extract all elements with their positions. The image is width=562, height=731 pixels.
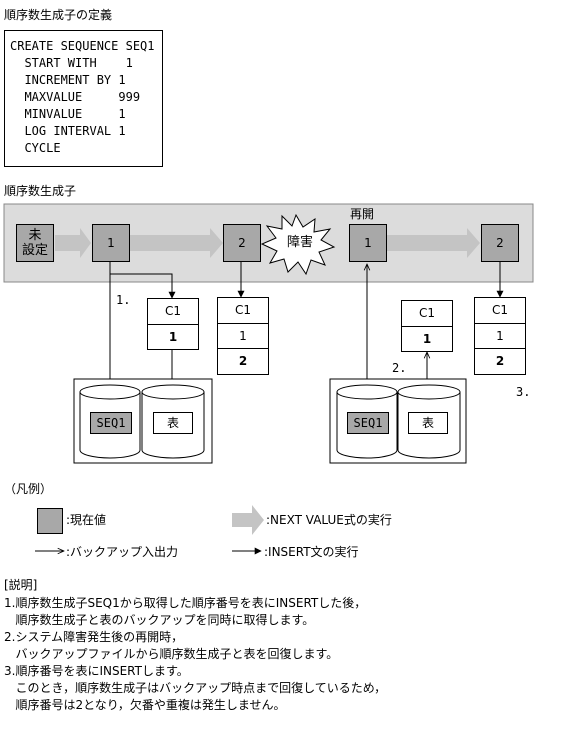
- state-label: 1: [364, 236, 372, 250]
- definition-heading: 順序数生成子の定義: [4, 8, 113, 22]
- table-cell: 1: [422, 332, 432, 346]
- state-box-unset: 未 設定: [16, 224, 54, 262]
- code-line: START WITH 1: [10, 56, 133, 70]
- insert-arrow: [109, 262, 176, 299]
- code-line: CREATE SEQUENCE SEQ1: [10, 39, 155, 53]
- table-header: C1: [402, 301, 452, 327]
- table-backup-cylinder-top: [141, 384, 205, 400]
- legend-backup-text: :バックアップ入出力: [66, 545, 179, 559]
- code-line: INCREMENT BY 1: [10, 73, 126, 87]
- table-backup-label: 表: [408, 412, 448, 434]
- failure-label: 障害: [287, 235, 314, 250]
- state-box: 2: [481, 224, 519, 262]
- legend-next-value-text: :NEXT VALUE式の実行: [266, 513, 392, 527]
- explanation-line: 1.順序数生成子SEQ1から取得した順序番号を表にINSERTした後，: [4, 596, 367, 610]
- state-label: 1: [107, 236, 115, 250]
- code-line: MINVALUE 1: [10, 107, 126, 121]
- legend-current-value-swatch: [37, 508, 63, 534]
- step-marker-2: 2.: [392, 361, 407, 375]
- table-header: C1: [218, 298, 268, 324]
- code-line: CYCLE: [10, 141, 61, 155]
- table-c1: C1 1: [147, 298, 199, 350]
- state-label: 2: [238, 236, 246, 250]
- legend-title: （凡例）: [4, 482, 53, 496]
- table-cell: 1: [475, 324, 525, 349]
- legend-insert-text: :INSERT文の実行: [264, 545, 359, 559]
- generator-heading: 順序数生成子: [4, 184, 77, 198]
- explanation-line: 順序数生成子と表のバックアップを同時に取得します。: [4, 613, 315, 627]
- table-backup-cylinder-top: [397, 384, 461, 400]
- explanation-line: 2.システム障害発生後の再開時，: [4, 630, 184, 644]
- next-value-arrow: [129, 228, 223, 258]
- legend-current-value-text: :現在値: [66, 513, 107, 527]
- seq-backup-cylinder-top: [79, 384, 141, 400]
- next-value-arrows: [55, 228, 480, 258]
- explanation-line: 順序番号は2となり，欠番や重複は発生しません。: [4, 698, 286, 712]
- seq-backup-label: SEQ1: [347, 412, 389, 434]
- next-value-arrow: [55, 228, 91, 258]
- table-c1: C1 1 2: [217, 297, 269, 375]
- code-line: LOG INTERVAL 1: [10, 124, 126, 138]
- table-c1: C1 1 2: [474, 297, 526, 375]
- table-backup-label: 表: [153, 412, 193, 434]
- table-cell: 1: [168, 330, 178, 344]
- explanation-line: このとき，順序数生成子はバックアップ時点まで回復しているため，: [4, 681, 387, 695]
- state-box: 1: [92, 224, 130, 262]
- table-header: C1: [148, 299, 198, 325]
- explanation-line: バックアップファイルから順序数生成子と表を回復します。: [4, 647, 339, 661]
- step-marker-3: 3.: [516, 385, 531, 399]
- state-label: 2: [496, 236, 504, 250]
- sequence-definition-box: CREATE SEQUENCE SEQ1 START WITH 1 INCREM…: [4, 30, 163, 167]
- legend-next-value-arrow: [232, 505, 264, 535]
- next-value-arrow: [386, 228, 480, 258]
- table-cell: 2: [238, 354, 248, 368]
- table-cell: 2: [495, 354, 505, 368]
- state-box: 1: [349, 224, 387, 262]
- seq-backup-label: SEQ1: [90, 412, 132, 434]
- table-c1: C1 1: [401, 300, 453, 352]
- step-marker-1: 1.: [116, 293, 131, 307]
- explanation-body: 1.順序数生成子SEQ1から取得した順序番号を表にINSERTした後， 順序数生…: [4, 596, 560, 715]
- cylinders: [79, 384, 461, 459]
- state-label: 未 設定: [21, 228, 48, 258]
- explanation-title: [説明]: [4, 578, 38, 592]
- state-box: 2: [223, 224, 261, 262]
- seq-backup-cylinder-top: [336, 384, 398, 400]
- restart-label: 再開: [350, 207, 375, 221]
- table-header: C1: [475, 298, 525, 324]
- failure-starburst: [260, 213, 336, 276]
- table-cell: 1: [218, 324, 268, 349]
- explanation-line: 3.順序番号を表にINSERTします。: [4, 664, 189, 678]
- code-line: MAXVALUE 999: [10, 90, 141, 104]
